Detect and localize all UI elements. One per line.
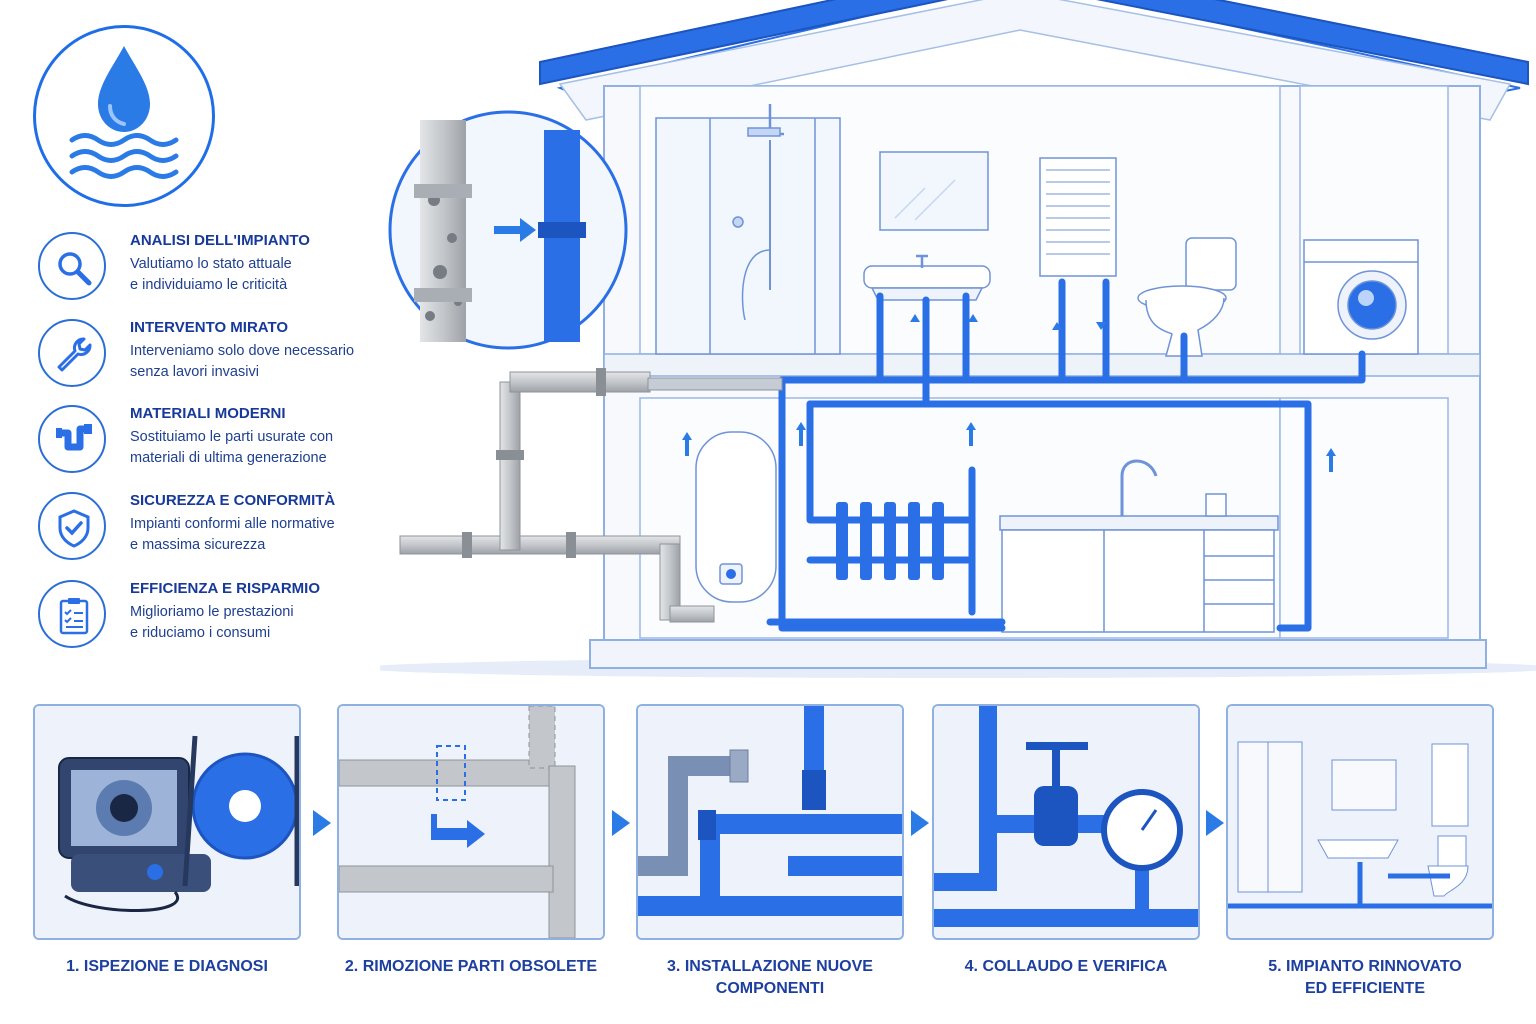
magnifier-icon [38, 232, 106, 300]
house-plumbing-illustration [380, 0, 1536, 678]
checklist-icon [38, 580, 106, 648]
step-arrow-icon [612, 810, 630, 836]
step-arrow-icon [911, 810, 929, 836]
manifold [836, 502, 944, 580]
flow-arrows [682, 314, 1336, 472]
step-4-panel [932, 704, 1200, 940]
feature-analysis: ANALISI DELL'IMPIANTO Valutiamo lo stato… [38, 232, 408, 312]
feature-title: ANALISI DELL'IMPIANTO [130, 232, 310, 249]
renovated-bathroom-icon [1228, 706, 1492, 938]
feature-title: SICUREZZA E CONFORMITÀ [130, 492, 336, 509]
step-3-panel [636, 704, 904, 940]
old-pipe-removal-icon [339, 706, 603, 938]
pressure-gauge-icon [934, 706, 1198, 938]
step-1-panel [33, 704, 301, 940]
feature-title: EFFICIENZA E RISPARMIO [130, 580, 321, 597]
feature-materials: MATERIALI MODERNI Sostituiamo le parti u… [38, 405, 408, 485]
feature-title: MATERIALI MODERNI [130, 405, 286, 422]
kitchen-cabinet [999, 459, 1279, 633]
step-5-panel [1226, 704, 1494, 940]
new-pipe-network [766, 278, 1366, 632]
roof [539, 0, 1529, 121]
wrench-icon [38, 319, 106, 387]
feature-safety: SICUREZZA E CONFORMITÀ Impianti conformi… [38, 492, 408, 572]
towel-radiator [1039, 157, 1117, 277]
shield-check-icon [38, 492, 106, 560]
step-1-label: 1. ISPEZIONE E DIAGNOSI [66, 958, 268, 975]
bathroom-sink [863, 151, 991, 301]
step-2-label: 2. RIMOZIONE PARTI OBSOLETE [344, 958, 598, 975]
water-drop-icon [69, 46, 179, 179]
pipe-detail-inset [388, 110, 628, 350]
step-4-label: 4. COLLAUDO E VERIFICA [964, 958, 1168, 975]
step-arrow-icon [313, 810, 331, 836]
old-pipe-network [399, 368, 783, 623]
toilet [1137, 237, 1237, 357]
water-heater [695, 431, 777, 603]
step-2-panel [337, 704, 605, 940]
washing-machine [1303, 239, 1419, 355]
inspection-camera-icon [35, 706, 299, 938]
feature-title: INTERVENTO MIRATO [130, 319, 289, 336]
shower-cabin [655, 104, 841, 355]
pipe-fitting-icon [38, 405, 106, 473]
feature-targeted: INTERVENTO MIRATO Interveniamo solo dove… [38, 319, 408, 399]
water-logo [33, 25, 215, 207]
step-arrow-icon [1206, 810, 1224, 836]
feature-efficiency: EFFICIENZA E RISPARMIO Miglioriamo le pr… [38, 580, 408, 660]
new-pipes-icon [638, 706, 902, 938]
